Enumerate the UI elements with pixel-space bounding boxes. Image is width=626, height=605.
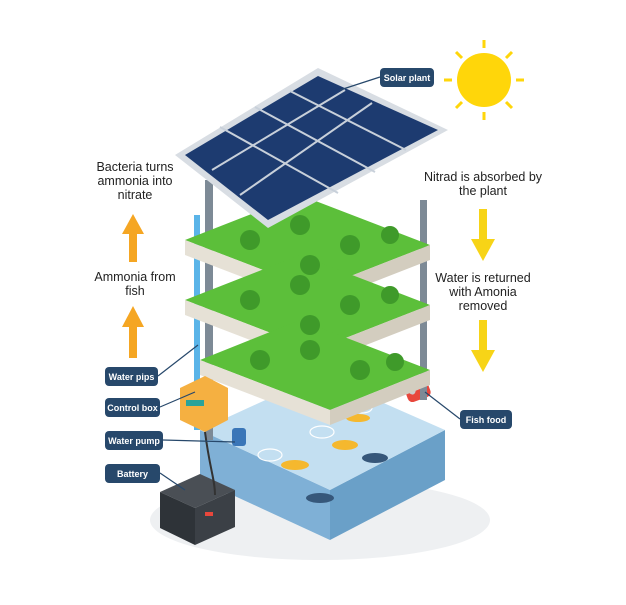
fish — [332, 440, 358, 450]
solar-panel — [175, 68, 448, 228]
label-water-pump: Water pump — [105, 431, 163, 450]
label-water-pips: Water pips — [105, 367, 158, 386]
caption-nitrad: Nitrad is absorbed by the plant — [423, 170, 543, 198]
caption-ammonia: Ammonia from fish — [94, 270, 176, 298]
grow-shelves — [185, 195, 430, 425]
caption-water-returned: Water is returned with Amonia removed — [435, 271, 531, 313]
up-arrow-icon — [122, 214, 144, 262]
shelf — [200, 320, 430, 425]
control-box — [180, 376, 228, 432]
water-pipe — [194, 215, 200, 430]
label-battery: Battery — [105, 464, 160, 483]
label-fish-food: Fish food — [460, 410, 512, 429]
fish — [362, 453, 388, 463]
label-control-box: Control box — [105, 398, 160, 417]
water-pump — [232, 428, 246, 446]
fish — [281, 460, 309, 470]
caption-bacteria: Bacteria turns ammonia into nitrate — [96, 160, 174, 202]
fish-tank — [200, 375, 445, 540]
down-arrow-icon — [471, 209, 495, 261]
up-arrow-icon — [122, 306, 144, 358]
frame-pole — [420, 200, 427, 400]
down-arrow-icon — [471, 320, 495, 372]
battery — [160, 474, 235, 545]
sun-icon — [444, 40, 524, 120]
label-solar-plant: Solar plant — [380, 68, 434, 87]
fish — [306, 493, 334, 503]
